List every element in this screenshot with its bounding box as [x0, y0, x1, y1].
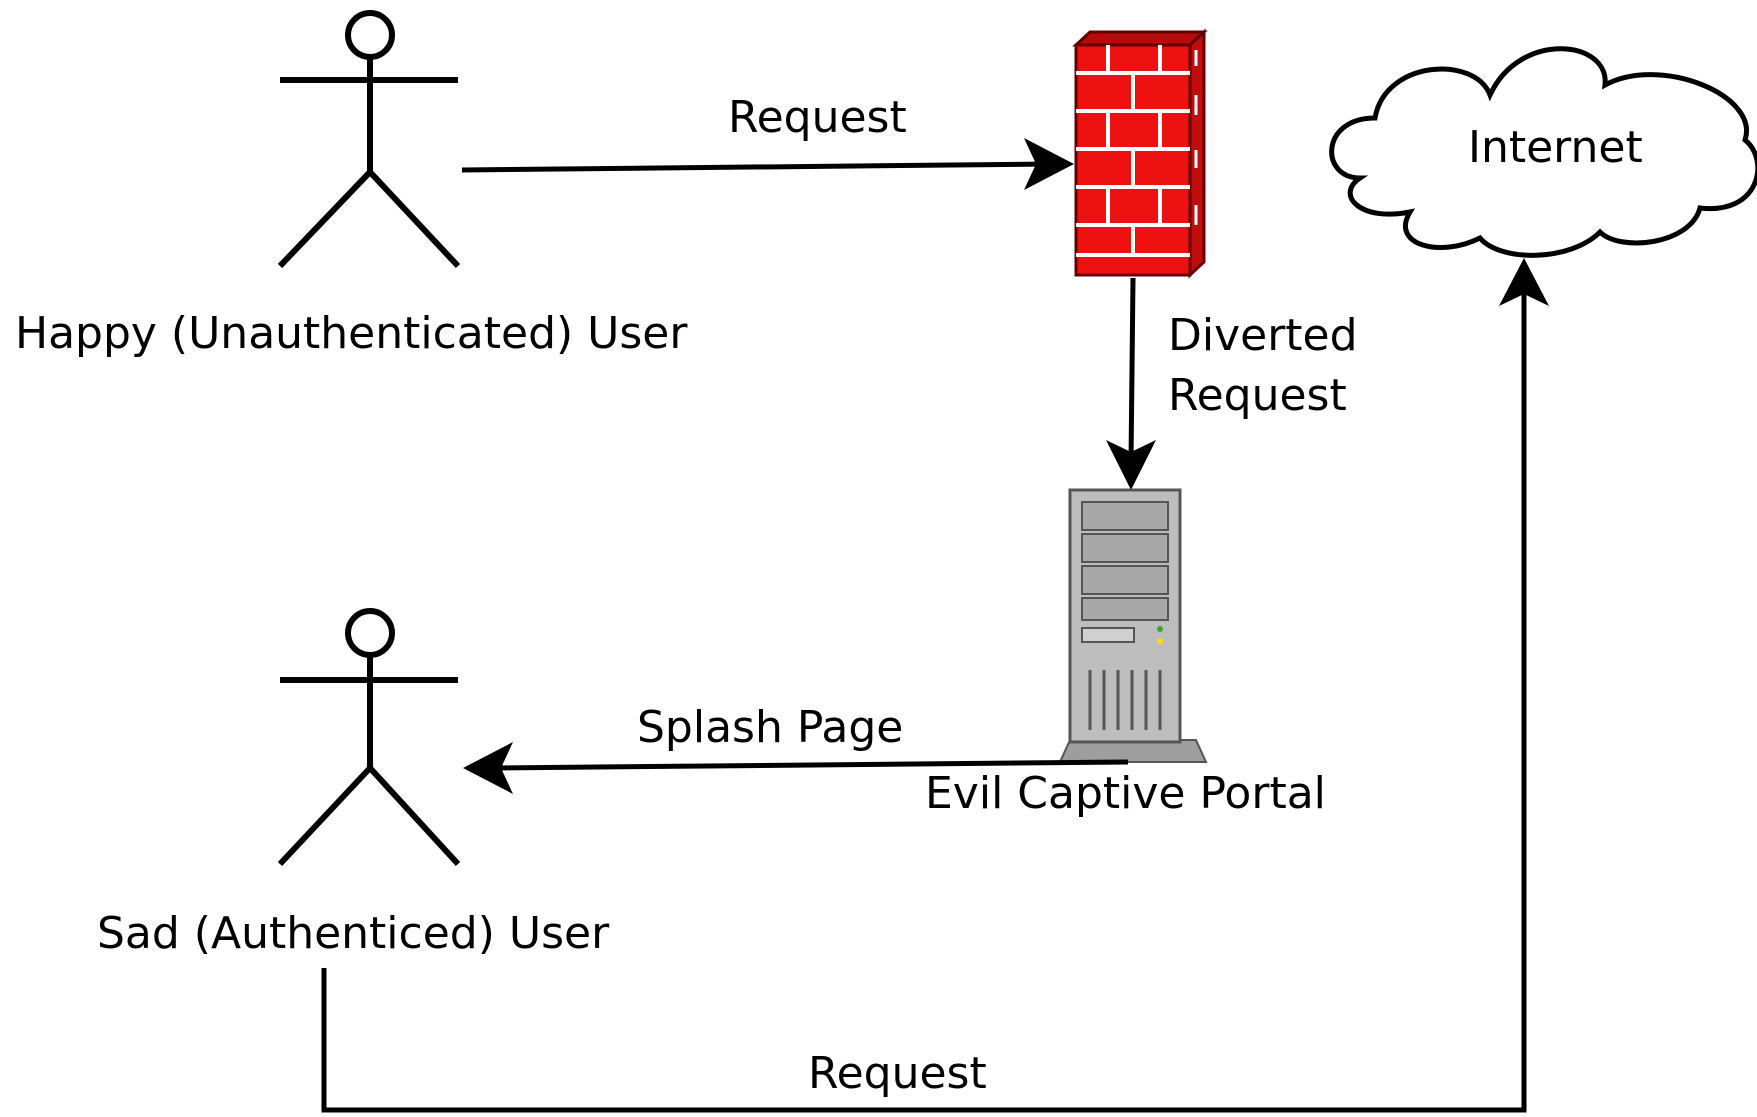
portal-label: Evil Captive Portal [925, 768, 1326, 819]
internet-label: Internet [1468, 122, 1643, 173]
splash-page-arrow [463, 742, 1129, 794]
firewall-icon [1072, 28, 1208, 279]
splash-page-label: Splash Page [637, 702, 903, 753]
diverted-request-arrow [1106, 277, 1156, 490]
sad-user-label: Sad (Authenticed) User [97, 908, 610, 959]
sad-user-icon [277, 608, 461, 867]
diverted-label-line1: Diverted [1168, 310, 1358, 361]
request-top-label: Request [728, 92, 907, 143]
request-arrow-top [461, 138, 1074, 190]
happy-user-icon [277, 10, 461, 269]
happy-user-label: Happy (Unauthenticated) User [15, 308, 688, 359]
server-icon [1058, 488, 1208, 763]
cloud-icon [1329, 46, 1757, 258]
diverted-label-line2: Request [1168, 370, 1347, 421]
request-bottom-label: Request [808, 1048, 987, 1099]
request-arrow-bottom [321, 258, 1549, 1113]
